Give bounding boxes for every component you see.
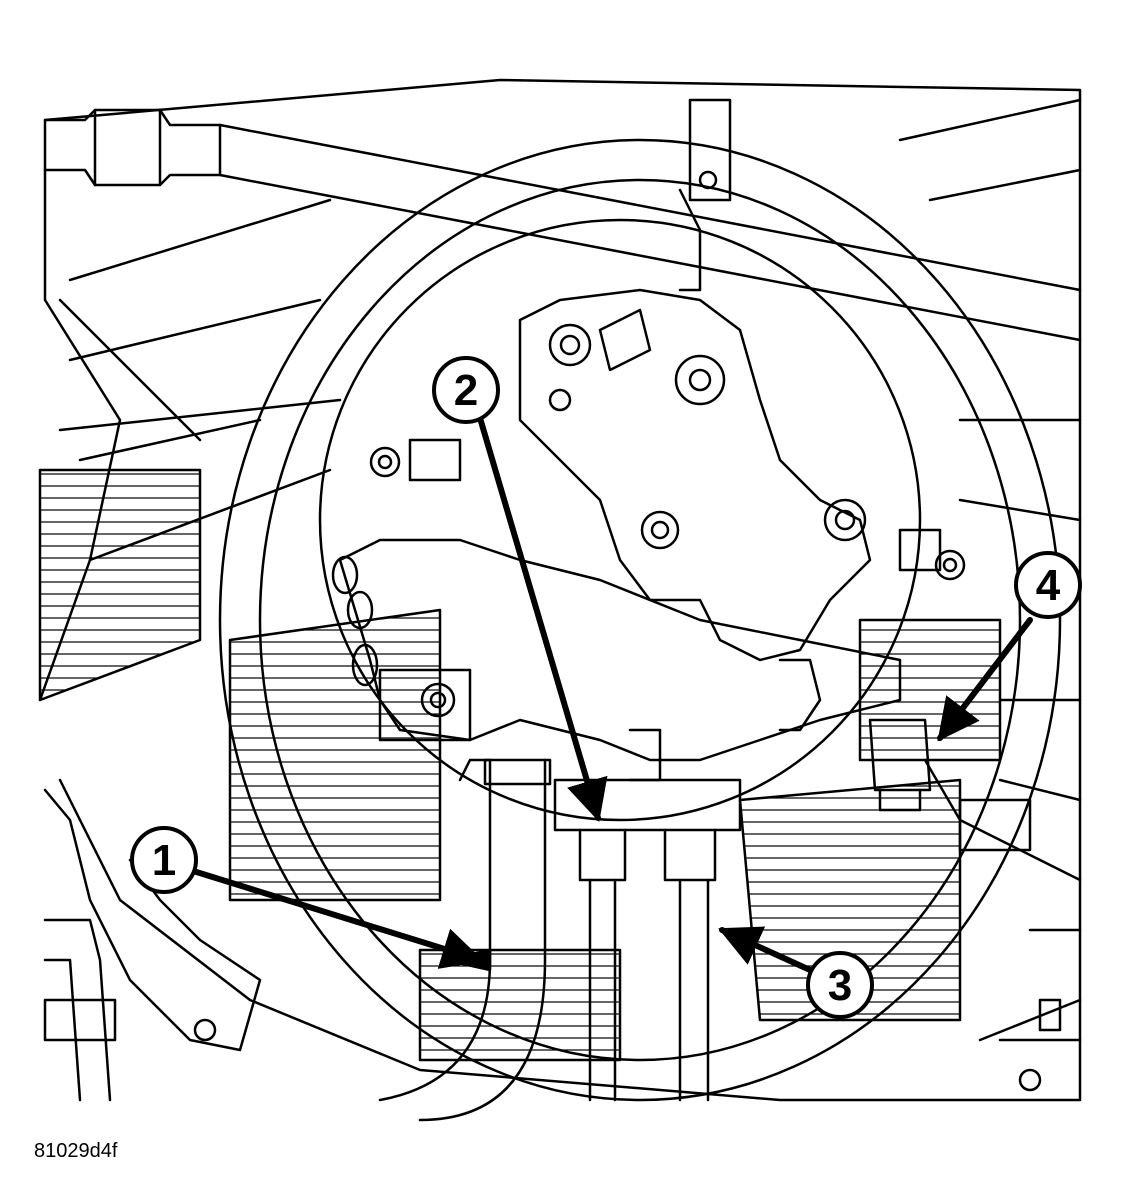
callout-arrow-1 bbox=[187, 867, 485, 969]
callout-4: 4 bbox=[1014, 551, 1082, 619]
callout-arrow-3 bbox=[718, 926, 813, 973]
callout-label: 4 bbox=[1036, 561, 1061, 610]
mounting-bolts bbox=[369, 438, 966, 581]
manifold bbox=[331, 538, 902, 762]
callout-3: 3 bbox=[806, 951, 874, 1019]
lower-left-bracket bbox=[43, 788, 262, 1102]
callout-2: 2 bbox=[432, 356, 500, 424]
callout-1: 1 bbox=[130, 826, 198, 894]
right-bracket bbox=[998, 858, 1082, 1092]
callout-arrow-2 bbox=[477, 415, 608, 823]
fan-ring bbox=[218, 138, 1062, 1102]
tube-2 bbox=[553, 728, 742, 1102]
tube-3 bbox=[663, 828, 717, 1102]
connector-4 bbox=[868, 718, 1042, 862]
module-body bbox=[518, 288, 872, 662]
callout-label: 1 bbox=[152, 836, 176, 885]
callout-label: 3 bbox=[828, 961, 852, 1010]
callout-arrow-4 bbox=[937, 617, 1033, 742]
callout-label: 2 bbox=[454, 366, 478, 415]
upper-hose bbox=[43, 98, 1082, 342]
figure-id: 81029d4f bbox=[34, 1140, 118, 1162]
